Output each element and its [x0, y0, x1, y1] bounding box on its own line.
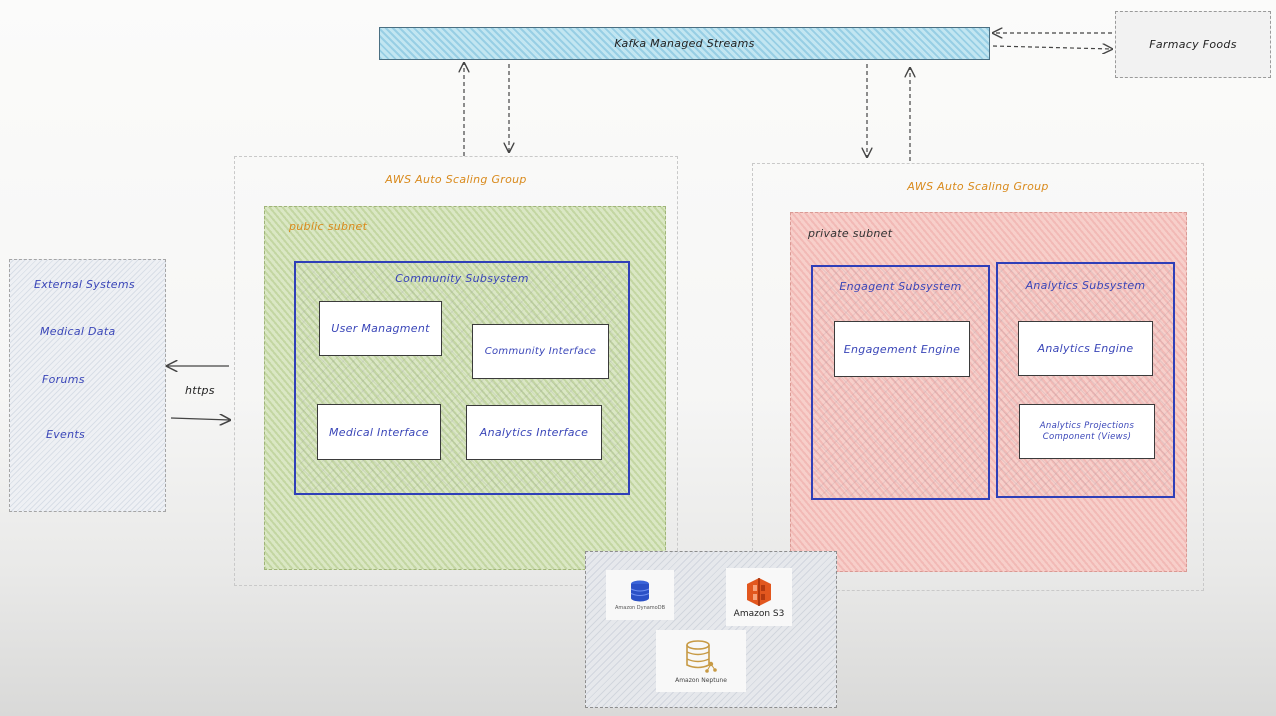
analytics-subsystem-label: Analytics Subsystem: [1025, 279, 1146, 292]
database-area: Amazon DynamoDB Amazon S3: [585, 551, 837, 708]
dynamodb-tile: Amazon DynamoDB: [606, 570, 674, 620]
engagement-subsystem: Engagent Subsystem: [811, 265, 990, 500]
analytics-interface-component: Analytics Interface: [466, 405, 602, 460]
engagement-engine-component: Engagement Engine: [834, 321, 970, 377]
external-item-systems: External Systems: [34, 278, 135, 291]
private-subnet: private subnet: [790, 212, 1187, 572]
https-label: https: [185, 384, 215, 397]
left-asg-label: AWS Auto Scaling Group: [385, 173, 527, 186]
analytics-engine-component: Analytics Engine: [1018, 321, 1153, 376]
user-management-component: User Managment: [319, 301, 442, 356]
dynamodb-icon: [630, 580, 650, 602]
external-systems-box: External Systems Medical Data Forums Eve…: [9, 259, 166, 512]
farmacy-label: Farmacy Foods: [1149, 38, 1237, 51]
public-subnet: public subnet: [264, 206, 666, 570]
external-item-forums: Forums: [42, 373, 85, 386]
neptune-tile: Amazon Neptune: [656, 630, 746, 692]
private-subnet-label: private subnet: [808, 227, 893, 240]
kafka-label: Kafka Managed Streams: [614, 37, 755, 50]
community-subsystem-label: Community Subsystem: [395, 272, 529, 285]
analytics-projections-component: Analytics Projections Component (Views): [1019, 404, 1155, 459]
kafka-to-farmacy-arrow: [992, 46, 1112, 49]
s3-tile: Amazon S3: [726, 568, 792, 626]
analytics-subsystem: Analytics Subsystem: [996, 262, 1175, 498]
left-auto-scaling-group: AWS Auto Scaling Group: [234, 156, 678, 586]
right-asg-label: AWS Auto Scaling Group: [907, 180, 1049, 193]
neptune-label: Amazon Neptune: [675, 676, 727, 684]
s3-label: Amazon S3: [733, 608, 785, 619]
right-auto-scaling-group: AWS Auto Scaling Group: [752, 163, 1204, 591]
neptune-database-icon: [686, 639, 717, 673]
external-item-events: Events: [46, 428, 86, 441]
external-item-medical-data: Medical Data: [40, 325, 116, 338]
s3-bucket-icon: [747, 577, 771, 606]
kafka-streams-bar: Kafka Managed Streams: [379, 27, 990, 60]
dynamodb-label: Amazon DynamoDB: [614, 605, 666, 611]
engagement-subsystem-label: Engagent Subsystem: [839, 280, 962, 293]
external-to-asg-arrow: [170, 418, 230, 420]
community-interface-component: Community Interface: [472, 324, 609, 379]
public-subnet-label: public subnet: [289, 220, 368, 233]
farmacy-foods-box: Farmacy Foods: [1115, 11, 1271, 78]
medical-interface-component: Medical Interface: [317, 404, 441, 460]
